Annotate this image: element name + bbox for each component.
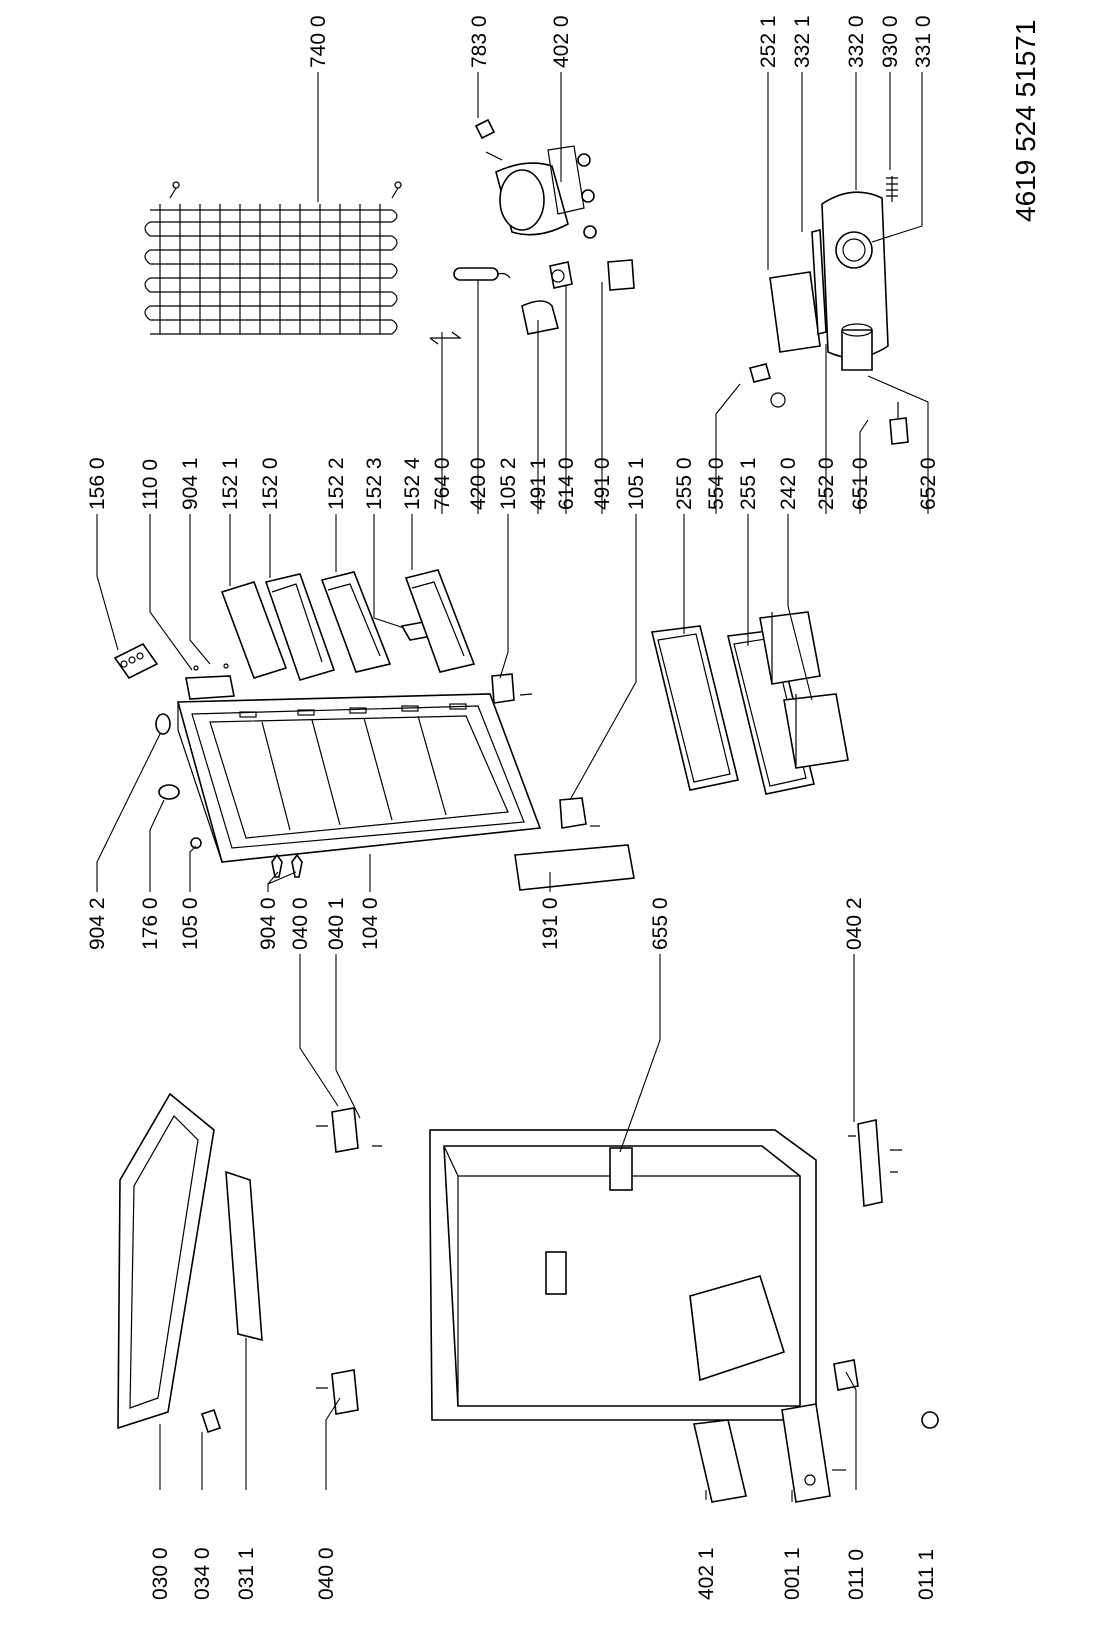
part-label: 655 0 xyxy=(649,897,672,950)
part-label: 420 0 xyxy=(467,457,490,510)
part-label: 255 0 xyxy=(673,457,696,510)
part-label: 402 0 xyxy=(550,15,573,68)
part-label: 105 1 xyxy=(625,457,648,510)
part-label: 904 2 xyxy=(86,897,109,950)
door-assembly xyxy=(113,642,635,891)
part-label: 034 0 xyxy=(191,1547,214,1600)
part-label: 040 0 xyxy=(315,1547,338,1600)
part-label: 252 0 xyxy=(815,457,838,510)
cabinet-body xyxy=(429,1129,939,1503)
part-label: 491 1 xyxy=(527,457,550,510)
part-label: 156 0 xyxy=(86,457,109,510)
part-label: 402 1 xyxy=(695,1547,718,1600)
part-label: 783 0 xyxy=(468,15,491,68)
part-label: 764 0 xyxy=(431,457,454,510)
part-label: 652 0 xyxy=(917,457,940,510)
part-label: 252 1 xyxy=(757,15,780,68)
part-label: 332 0 xyxy=(845,15,868,68)
part-label: 152 0 xyxy=(259,457,282,510)
part-label: 110 0 xyxy=(139,459,162,510)
shelves-and-drawers xyxy=(651,611,849,795)
part-label: 176 0 xyxy=(139,897,162,950)
part-label: 255 1 xyxy=(737,457,760,510)
part-label: 930 0 xyxy=(879,15,902,68)
compressor-group xyxy=(453,118,635,335)
part-label: 332 1 xyxy=(791,15,814,68)
part-label: 152 1 xyxy=(219,457,242,510)
part-label: 011 0 xyxy=(845,1549,868,1600)
part-label: 040 1 xyxy=(325,897,348,950)
condenser-coil xyxy=(144,181,462,345)
document-number: 4619 524 51571 xyxy=(1010,20,1041,222)
part-label: 105 0 xyxy=(179,897,202,950)
part-label: 242 0 xyxy=(777,457,800,510)
part-label: 614 0 xyxy=(555,457,578,510)
door-shelves xyxy=(220,569,476,681)
part-label: 904 0 xyxy=(257,897,280,950)
evaporation-tray-group xyxy=(749,176,909,445)
part-label: 491 0 xyxy=(591,457,614,510)
part-label: 031 1 xyxy=(235,1547,258,1600)
leader-lines xyxy=(96,72,929,1502)
part-label: 191 0 xyxy=(539,897,562,950)
part-label: 001 1 xyxy=(781,1547,804,1600)
part-label: 152 4 xyxy=(401,457,424,510)
part-label: 740 0 xyxy=(307,15,330,68)
part-label: 040 0 xyxy=(289,897,312,950)
part-label: 105 2 xyxy=(497,457,520,510)
part-label: 152 3 xyxy=(363,457,386,510)
part-labels: 740 0 783 0 402 0 252 1 332 1 332 0 930 … xyxy=(86,15,1041,1600)
part-label: 040 2 xyxy=(843,897,866,950)
part-label: 554 0 xyxy=(705,457,728,510)
part-label: 904 1 xyxy=(179,457,202,510)
part-label: 030 0 xyxy=(149,1547,172,1600)
part-label: 331 0 xyxy=(912,15,935,68)
part-label: 104 0 xyxy=(359,897,382,950)
part-label: 651 0 xyxy=(849,457,872,510)
top-cover-group xyxy=(117,1092,902,1434)
part-label: 011 1 xyxy=(915,1549,938,1600)
part-label: 152 2 xyxy=(325,457,348,510)
